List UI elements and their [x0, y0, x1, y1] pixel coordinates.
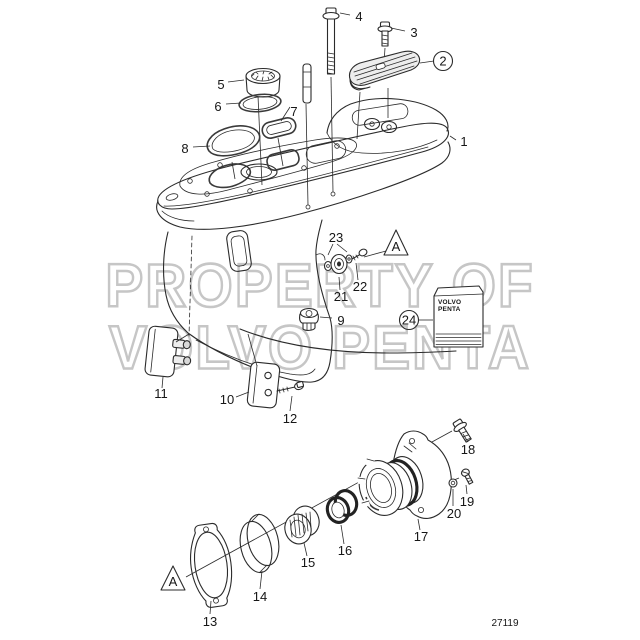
deck-outline [157, 122, 449, 210]
bearing-carrier [357, 430, 452, 519]
gasket [206, 125, 261, 157]
callout-21: 21 [334, 289, 348, 304]
small-screw [460, 468, 474, 485]
deck-oblong-opening [305, 140, 347, 164]
callout-4: 4 [355, 9, 362, 24]
housing-body-outline [162, 219, 333, 383]
anode-block-right [246, 361, 281, 409]
deck-bolt-hole [204, 191, 210, 197]
deck-tip-fold [161, 210, 195, 222]
reference-triangle-lower: A [160, 565, 186, 591]
spacer-ring [239, 513, 280, 574]
drain-plug [299, 307, 319, 331]
anode-left-leader [175, 333, 190, 343]
short-bolt [377, 21, 393, 47]
callout-1: 1 [460, 134, 467, 149]
driveshaft-bore-inner [246, 166, 272, 178]
deck-tip-detail [165, 193, 179, 201]
hidden-edge-dashed [188, 235, 193, 337]
deck-bolt-hole [247, 188, 253, 194]
callout-6: 6 [214, 99, 221, 114]
book-brand-line-1: VOLVO [438, 299, 461, 306]
callout-9: 9 [337, 313, 344, 328]
callout-5: 5 [217, 77, 224, 92]
anode-block-left [144, 325, 192, 378]
deck-web-outline [179, 137, 357, 195]
water-intake-outer [226, 230, 252, 272]
washer [448, 478, 458, 488]
callout-17: 17 [414, 529, 428, 544]
set-screw [351, 248, 368, 261]
callout-10: 10 [220, 392, 234, 407]
anode-screw [276, 380, 304, 394]
book-brand-line-2: PENTA [438, 306, 461, 313]
callout-leader-lines [161, 12, 469, 615]
guide-pin [302, 63, 312, 104]
callout-23: 23 [329, 230, 343, 245]
callout-3: 3 [410, 25, 417, 40]
callout-22: 22 [353, 279, 367, 294]
gearcase-bottom-contour [239, 328, 457, 354]
driveshaft-bore-outer [240, 163, 278, 181]
callout-19: 19 [460, 494, 474, 509]
anode-right-leader [247, 333, 258, 367]
reference-triangle-upper: A [363, 229, 409, 258]
deck-bolt-hole [217, 162, 223, 168]
anode-plate [348, 50, 421, 91]
mount-boss [315, 253, 326, 261]
gasket-seat-left [208, 163, 252, 189]
gear-housing [156, 98, 457, 383]
flange-gasket [190, 522, 233, 608]
small-gasket [261, 117, 297, 139]
anode-boss-left [363, 117, 381, 131]
reference-mark-upper: A [392, 239, 401, 254]
o-ring [238, 93, 282, 113]
drawing-number: 27119 [491, 618, 519, 629]
reference-mark-lower: A [169, 574, 178, 589]
hump-lower-edge [326, 132, 438, 154]
callout-16: 16 [338, 543, 352, 558]
anode-recess [351, 103, 409, 126]
callout-18: 18 [461, 442, 475, 457]
callout-7: 7 [290, 104, 297, 119]
callout-24-circle [398, 309, 420, 331]
anode-boss-left-hole [369, 121, 375, 127]
callout-14: 14 [253, 589, 267, 604]
service-kit-book: VOLVO PENTA [433, 285, 484, 348]
callout-labels: 1 2 3 4 5 6 7 8 9 10 11 12 13 14 15 16 1… [154, 9, 475, 629]
callout-12: 12 [283, 411, 297, 426]
callout-8: 8 [181, 141, 188, 156]
shaft-seal [325, 489, 359, 524]
bushing-washer-set [323, 253, 353, 275]
hump-top-edge [326, 98, 449, 134]
anode-boss-right-hole [386, 124, 392, 130]
assembly-leader-lines [231, 47, 389, 210]
needle-bearing [284, 505, 320, 545]
callout-11: 11 [154, 386, 168, 401]
anode-boss-right [380, 120, 398, 134]
housing-under-rim [156, 141, 451, 230]
deck-bolt-hole [301, 165, 307, 171]
carrier-bolt [452, 418, 472, 443]
callout-20: 20 [447, 506, 461, 521]
callout-24: 24 [402, 313, 416, 328]
sleeve-bushing [245, 67, 281, 98]
deck-bolt-hole [334, 143, 340, 149]
long-bolt [322, 7, 340, 75]
callout-2: 2 [439, 54, 446, 69]
callout-13: 13 [203, 614, 217, 629]
body-break-contour [195, 339, 316, 376]
callout-2-circle [432, 50, 454, 72]
water-intake-inner [230, 235, 248, 267]
seal-seat [266, 149, 300, 171]
callout-15: 15 [301, 555, 315, 570]
deck-bolt-hole [187, 178, 193, 184]
deck-inner-edge [163, 146, 429, 207]
